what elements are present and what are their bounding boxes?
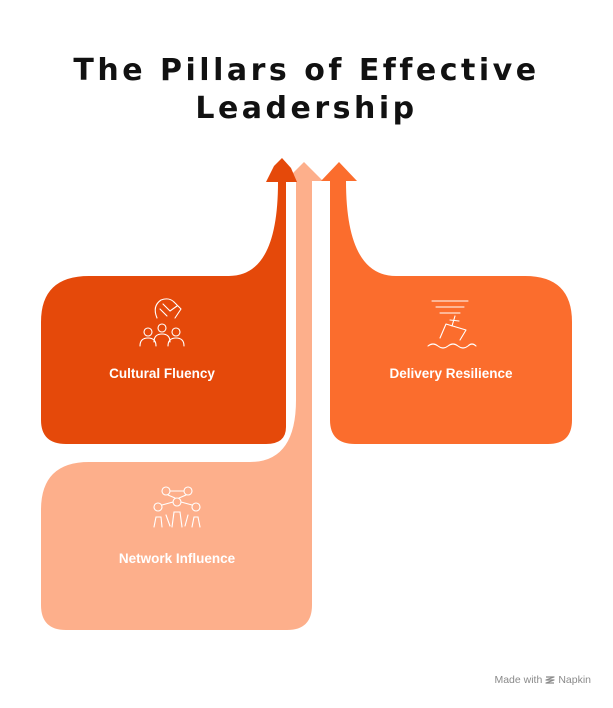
napkin-brand-text: Napkin [558,674,591,686]
pillar-network-influence: Network Influence [41,162,323,630]
made-with-text: Made with [494,674,543,686]
sinking-ship-icon [427,300,477,349]
footer-attribution: Made with Napkin [494,674,591,686]
title-line-2: Leadership [195,91,418,126]
page-title: The Pillars of Effective Leadership [0,52,613,128]
pillar-label-network-influence: Network Influence [119,551,236,566]
title-line-1: The Pillars of Effective [73,53,540,88]
delivery-resilience-shape [321,162,572,444]
pillar-label-delivery-resilience: Delivery Resilience [389,366,513,381]
people-handshake-icon [139,298,185,347]
napkin-logo-icon [545,676,555,684]
network-influence-shape [41,162,323,630]
pillar-label-cultural-fluency: Cultural Fluency [109,366,215,381]
pillar-delivery-resilience: Delivery Resilience [321,162,572,444]
pillar-cultural-fluency: Cultural Fluency [41,158,297,444]
cultural-fluency-shape [41,158,297,444]
network-people-icon [153,486,201,528]
